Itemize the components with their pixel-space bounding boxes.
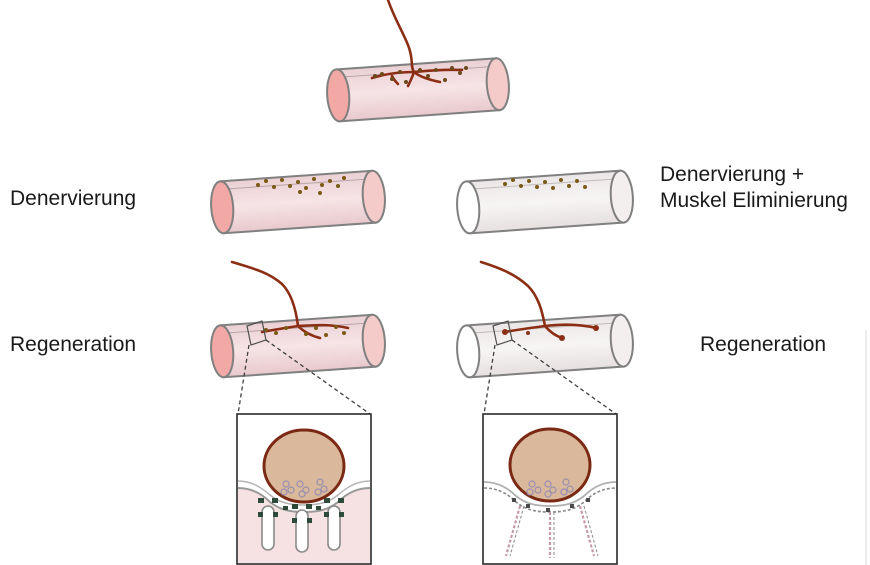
label-regeneration-right: Regeneration <box>700 333 827 356</box>
innervated-muscle-fiber <box>326 57 510 123</box>
zoom-lines-left <box>237 339 371 415</box>
synaptic-sites-regenerated-left <box>264 325 346 337</box>
zoom-lines-right <box>483 339 617 415</box>
eliminated-muscle-ghost <box>456 169 634 235</box>
nerve-terminal-right <box>508 427 592 503</box>
nerve-terminals-right <box>502 325 599 341</box>
label-denervation-elimination: Denervierung + Muskel Eliminierung <box>660 162 848 214</box>
receptor-remnants <box>512 498 590 512</box>
regenerated-muscle-fiber <box>210 313 386 379</box>
nerve-terminal-left <box>262 428 346 504</box>
synapse-inset-without-muscle <box>482 413 618 565</box>
label-denervation-elimination-line2: Muskel Eliminierung <box>660 189 848 212</box>
synaptic-sites-ghost <box>503 178 587 190</box>
denervated-muscle-fiber <box>210 169 386 235</box>
synaptic-sites-denervated <box>256 176 346 195</box>
acetylcholine-receptors <box>258 498 344 523</box>
junctional-folds <box>261 505 341 553</box>
label-regeneration-left: Regeneration <box>10 333 137 356</box>
synaptic-vesicles-right <box>526 478 574 498</box>
basal-lamina-ghost-folds <box>504 505 599 558</box>
label-denervation: Denervierung <box>10 187 137 210</box>
synaptic-dots-top <box>373 66 468 84</box>
synaptic-vesicles-left <box>280 478 328 498</box>
label-denervation-elimination-line1: Denervierung + <box>660 163 805 186</box>
synapse-inset-with-muscle <box>236 413 372 565</box>
